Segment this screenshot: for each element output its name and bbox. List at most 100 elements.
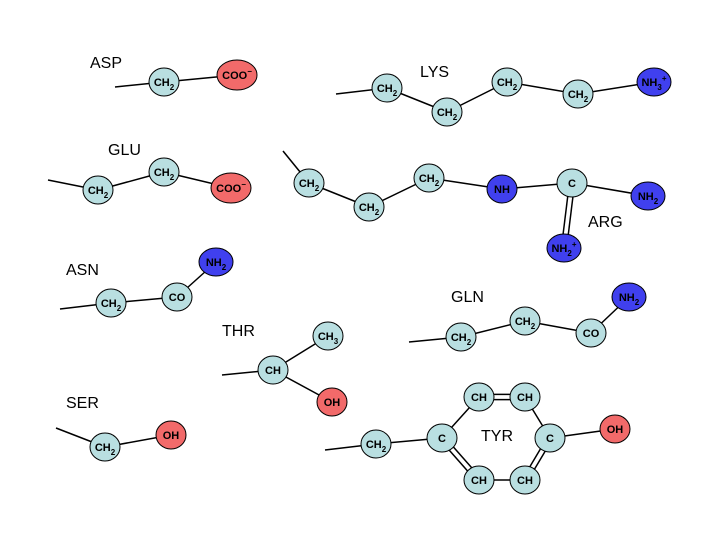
thr-atom-a: CH — [257, 355, 289, 385]
atom-node — [630, 181, 666, 211]
arg-atom-g: NH2+ — [546, 233, 582, 263]
atom-node — [534, 423, 566, 453]
atom-node — [148, 157, 180, 187]
atom-subscript: 2 — [104, 191, 109, 200]
atom-subscript: 2 — [467, 338, 472, 347]
atom-subscript: 2 — [117, 304, 122, 313]
atom-subscript: 2 — [170, 173, 175, 182]
atom-node — [426, 423, 458, 453]
gln-atom-a: CH2 — [445, 322, 477, 352]
atom-node — [360, 429, 392, 459]
atom-label: NH2 — [638, 191, 659, 206]
residue-name-asn: ASN — [66, 262, 99, 279]
tyr-atom-d: CH — [509, 382, 541, 412]
atom-node — [413, 163, 445, 193]
atom-subscript: 3 — [334, 337, 339, 346]
lys-atom-d: CH2 — [562, 79, 594, 109]
atom-node — [431, 97, 463, 127]
atom-label: CH2 — [451, 332, 472, 347]
thr-atom-b: CH3 — [312, 321, 344, 351]
atom-label: C — [438, 433, 446, 445]
atom-label: NH3+ — [641, 74, 666, 92]
atom-label: CH2 — [366, 439, 387, 454]
atom-subscript: 2 — [375, 208, 380, 217]
gln-atom-c: CO — [575, 318, 607, 348]
atom-node — [216, 59, 258, 91]
atom-label: C — [546, 433, 554, 445]
atom-node — [463, 382, 495, 412]
atom-label: OH — [163, 430, 180, 442]
lys-atom-e: NH3+ — [636, 67, 672, 97]
atom-subscript: 3 — [657, 83, 662, 92]
tyr-atom-f: CH — [509, 465, 541, 495]
atom-node — [148, 67, 180, 97]
atom-charge: + — [572, 240, 577, 249]
atom-label: NH2 — [206, 257, 227, 272]
atom-node — [293, 168, 325, 198]
atom-node — [546, 233, 582, 263]
atom-label: CH2 — [299, 178, 320, 193]
atom-subscript: 2 — [567, 249, 572, 258]
atom-node — [556, 168, 588, 198]
atom-label: CH2 — [154, 167, 175, 182]
arg-atom-d: NH — [486, 174, 518, 204]
atom-node — [509, 382, 541, 412]
atom-label: CH2 — [568, 89, 589, 104]
atom-label: NH — [494, 184, 510, 196]
atom-node — [312, 321, 344, 351]
ser-atom-b: OH — [155, 420, 187, 450]
residue-name-asp: ASP — [90, 55, 122, 72]
atom-subscript: 2 — [635, 298, 640, 307]
atom-node — [509, 465, 541, 495]
atom-node — [95, 288, 127, 318]
atom-label: C — [568, 178, 576, 190]
residue-name-thr: THR — [222, 323, 255, 340]
atom-node — [155, 420, 187, 450]
atom-label: CH2 — [419, 173, 440, 188]
atom-label: OH — [324, 397, 341, 409]
tyr-atom-h: OH — [599, 414, 631, 444]
atom-label: NH2+ — [551, 240, 576, 258]
atom-label: CH — [517, 475, 533, 487]
asp-atom-b: COO− — [216, 59, 258, 91]
atom-label: CH — [265, 365, 281, 377]
atom-node — [575, 318, 607, 348]
atom-subscript: 2 — [435, 179, 440, 188]
atom-node — [316, 387, 348, 417]
atom-subscript: 2 — [584, 95, 589, 104]
atom-label: CO — [169, 292, 186, 304]
atom-subscript: 2 — [513, 83, 518, 92]
residue-name-lys: LYS — [420, 64, 449, 81]
atom-node — [463, 465, 495, 495]
atom-label: CH — [471, 475, 487, 487]
atom-node — [89, 432, 121, 462]
arg-atom-c: CH2 — [413, 163, 445, 193]
lys-atom-c: CH2 — [491, 67, 523, 97]
atom-label: CH2 — [437, 107, 458, 122]
atom-charge: + — [662, 74, 667, 83]
atom-subscript: 2 — [222, 263, 227, 272]
atom-label: CH2 — [515, 316, 536, 331]
asn-atom-b: CO — [161, 282, 193, 312]
atom-node — [161, 282, 193, 312]
atom-label: COO− — [222, 67, 252, 82]
lys-atom-b: CH2 — [431, 97, 463, 127]
atom-node — [257, 355, 289, 385]
atom-label: OH — [607, 424, 624, 436]
glu-atom-a: CH2 — [82, 175, 114, 205]
atom-label: NH2 — [619, 292, 640, 307]
atom-node — [210, 172, 252, 204]
atom-label: CH2 — [88, 185, 109, 200]
atom-node — [353, 192, 385, 222]
atom-node — [562, 79, 594, 109]
atom-node — [611, 282, 647, 312]
atom-node — [445, 322, 477, 352]
atom-label: CH2 — [154, 77, 175, 92]
